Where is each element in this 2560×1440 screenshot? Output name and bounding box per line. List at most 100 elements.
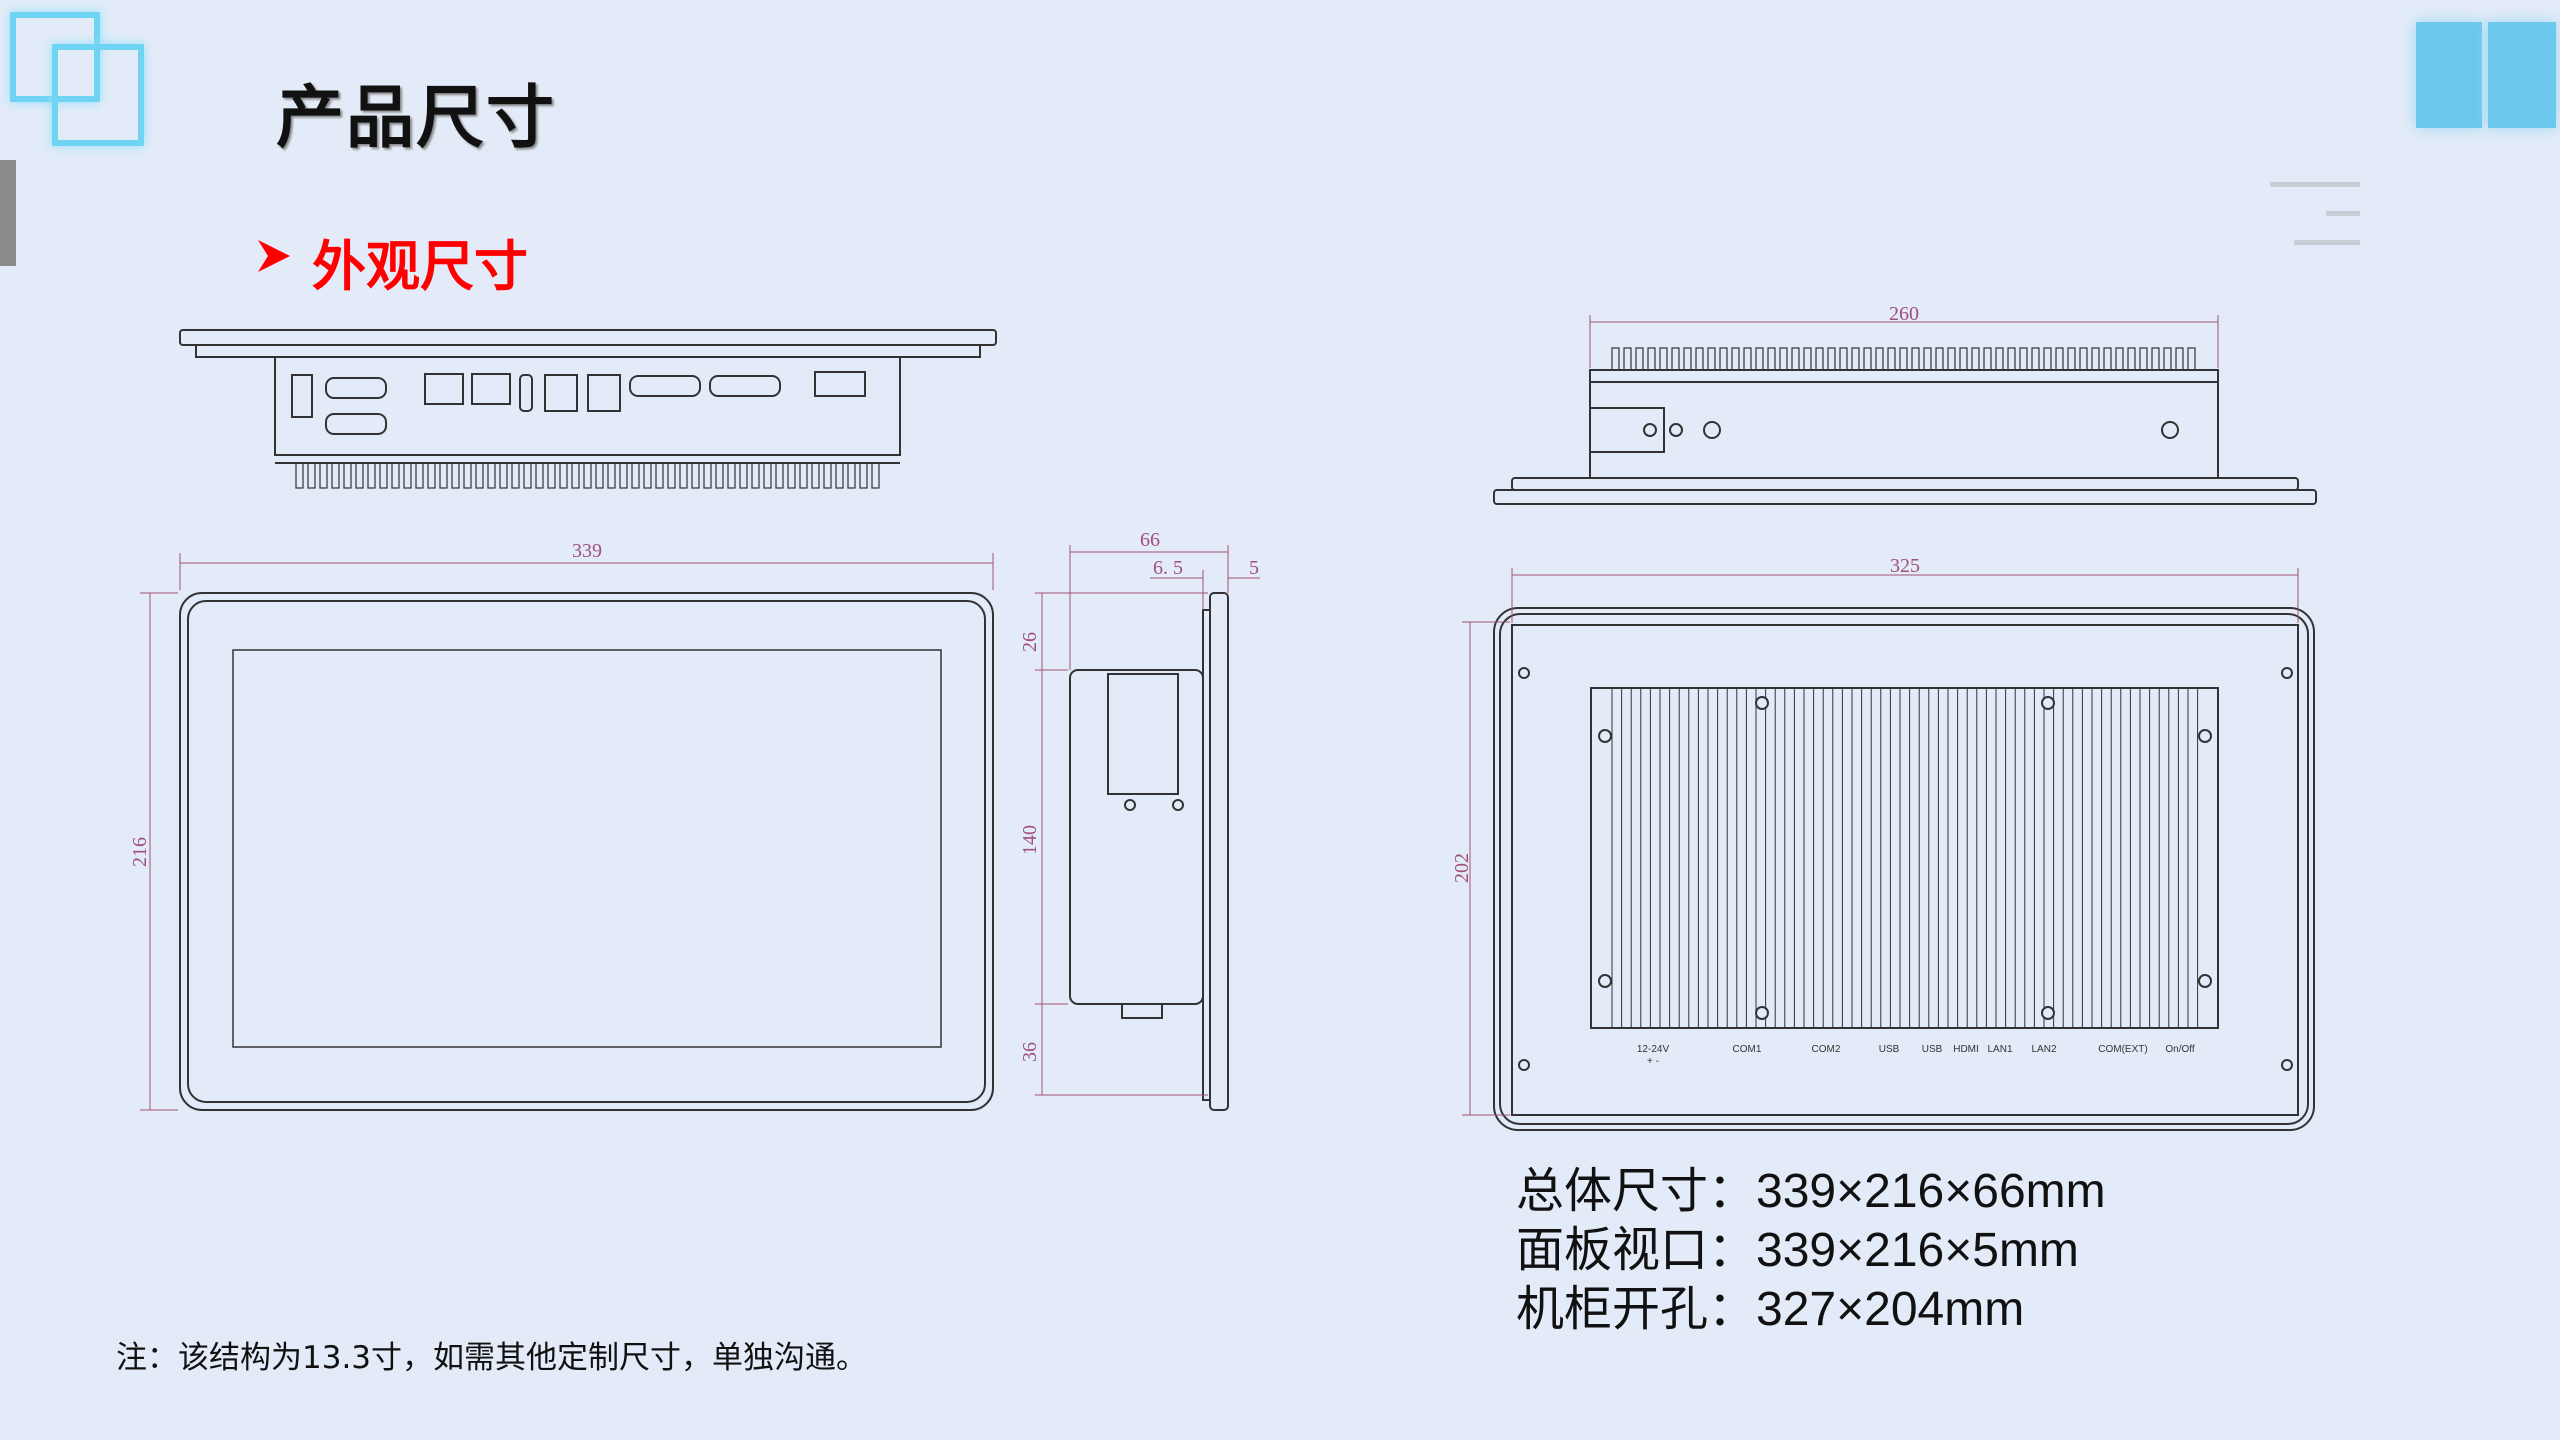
spec-overall-size: 总体尺寸：339×216×66mm — [1516, 1162, 2106, 1221]
heatsink-fin — [439, 462, 448, 489]
heatsink-fin — [1935, 347, 1944, 371]
heatsink-fin — [2163, 347, 2172, 371]
spec-value: 339×216×5mm — [1756, 1224, 2079, 1277]
dim-front-height: 216 — [129, 837, 151, 867]
heatsink-fin — [2055, 347, 2064, 371]
port-label: USB — [1879, 1044, 1900, 1055]
dim-back-width: 325 — [1890, 555, 1920, 577]
side-view-drawing: 66 6. 5 5 26 140 36 — [1019, 529, 1260, 1111]
heatsink-fin — [799, 462, 808, 489]
dim-side-bottom: 36 — [1019, 1042, 1041, 1062]
heatsink-fin — [1959, 347, 1968, 371]
heatsink-fin — [679, 462, 688, 489]
heatsink-fin — [787, 462, 796, 489]
screw-icon — [2198, 729, 2212, 743]
heatsink-fin — [1875, 347, 1884, 371]
port-label: COM1 — [1733, 1044, 1762, 1055]
heatsink-fin — [1611, 347, 1620, 371]
heatsink-fin — [499, 462, 508, 489]
menu-line-2 — [2326, 211, 2360, 216]
port-label: On/Off — [2165, 1044, 2194, 1055]
screw-icon — [2198, 974, 2212, 988]
spec-value: 339×216×66mm — [1756, 1165, 2106, 1218]
heatsink-fin — [583, 462, 592, 489]
heatsink-fin — [763, 462, 772, 489]
screw-icon — [2041, 696, 2055, 710]
heatsink-fin — [1851, 347, 1860, 371]
heatsink-fin — [511, 462, 520, 489]
heatsink-fin — [727, 462, 736, 489]
heatsink-fin — [2127, 347, 2136, 371]
top-view-drawing — [179, 329, 997, 489]
heatsink-fin — [1971, 347, 1980, 371]
dim-back-height: 202 — [1451, 853, 1473, 883]
heatsink-fin — [403, 462, 412, 489]
port-label: LAN1 — [1987, 1044, 2012, 1055]
front-view-drawing: 339 216 — [129, 540, 994, 1111]
heatsink-fin — [2187, 347, 2196, 371]
spec-label: 面板视口： — [1516, 1222, 1757, 1278]
dim-side-middle: 140 — [1019, 825, 1041, 855]
heatsink-fin — [1755, 347, 1764, 371]
spec-cutout-size: 机柜开孔：327×204mm — [1516, 1280, 2106, 1339]
heatsink-fin — [355, 462, 364, 489]
heatsink-fin — [2067, 347, 2076, 371]
heatsink-fin — [1815, 347, 1824, 371]
heatsink-fin — [367, 462, 376, 489]
heatsink-fin — [847, 462, 856, 489]
heatsink-fin — [343, 462, 352, 489]
heatsink-fin — [415, 462, 424, 489]
heatsink-fin — [1695, 347, 1704, 371]
port-label: HDMI — [1953, 1044, 1979, 1055]
heatsink-fin — [1623, 347, 1632, 371]
heatsink-fin — [1659, 347, 1668, 371]
heatsink-fin — [691, 462, 700, 489]
screw-icon — [1598, 974, 1612, 988]
port-label: LAN2 — [2031, 1044, 2056, 1055]
screw-icon — [1755, 696, 1769, 710]
dim-side-offset: 6. 5 — [1153, 557, 1183, 579]
heatsink-fin — [2043, 347, 2052, 371]
heatsink-fin — [1671, 347, 1680, 371]
heatsink-fin — [2139, 347, 2148, 371]
heatsink-fin — [475, 462, 484, 489]
heatsink-fin — [295, 462, 304, 489]
port-label: COM2 — [1812, 1044, 1841, 1055]
heatsink-fin — [2151, 347, 2160, 371]
heatsink-fin — [1887, 347, 1896, 371]
heatsink-fin — [2079, 347, 2088, 371]
heatsink-fin — [715, 462, 724, 489]
section-subtitle: 外观尺寸 — [312, 235, 528, 298]
heatsink-fin — [643, 462, 652, 489]
heatsink-fin — [523, 462, 532, 489]
heatsink-fin — [1899, 347, 1908, 371]
power-polarity: + - — [1647, 1056, 1659, 1067]
heatsink-fin — [463, 462, 472, 489]
heatsink-fin — [619, 462, 628, 489]
heatsink-fin — [811, 462, 820, 489]
heatsink-fin — [775, 462, 784, 489]
heatsink-fin — [391, 462, 400, 489]
heatsink-fin — [451, 462, 460, 489]
dim-side-depth: 66 — [1140, 529, 1160, 551]
heatsink-fin — [1995, 347, 2004, 371]
screw-icon — [1598, 729, 1612, 743]
corner-block-right — [2488, 22, 2556, 128]
spec-label: 总体尺寸： — [1516, 1163, 1757, 1219]
heatsink-fin — [871, 462, 880, 489]
heatsink-fin — [1683, 347, 1692, 371]
heatsink-fin — [667, 462, 676, 489]
heatsink-fin — [1767, 347, 1776, 371]
heatsink-fin — [1791, 347, 1800, 371]
spec-label: 机柜开孔： — [1516, 1281, 1757, 1337]
heatsink-fin — [331, 462, 340, 489]
heatsink-fin — [571, 462, 580, 489]
heatsink-fin — [1707, 347, 1716, 371]
port-label: COM(EXT) — [2098, 1044, 2147, 1055]
side-accent-bar — [0, 160, 16, 266]
heatsink-fin — [1635, 347, 1644, 371]
heatsink-fin — [1923, 347, 1932, 371]
heatsink-fin — [1839, 347, 1848, 371]
heatsink-fin — [631, 462, 640, 489]
